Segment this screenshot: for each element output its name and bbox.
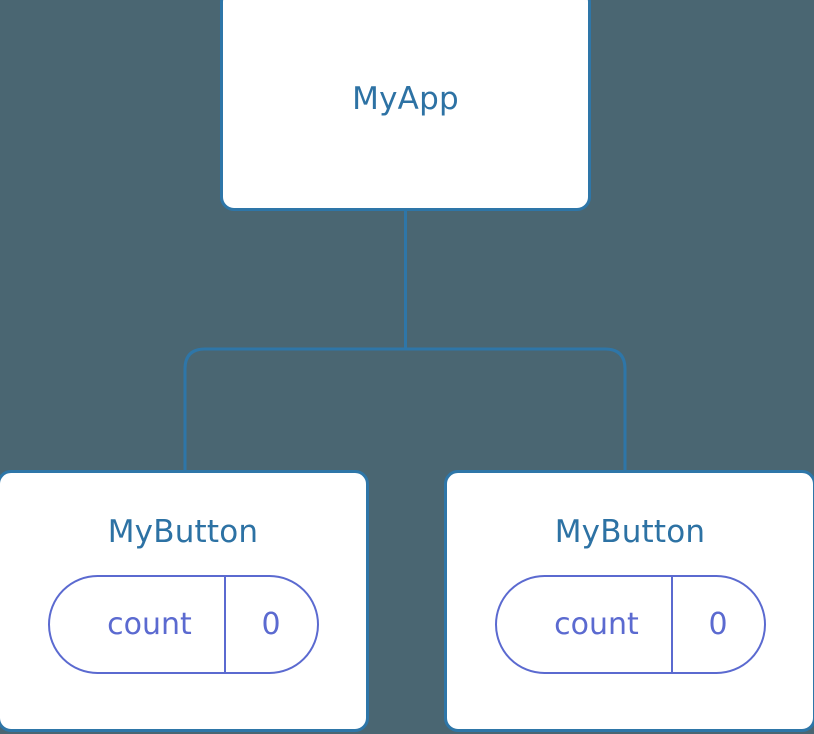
state-pill-left[interactable]: count 0 <box>47 575 319 674</box>
node-myapp[interactable]: MyApp <box>220 0 591 211</box>
node-mybutton-left[interactable]: MyButton count 0 <box>0 470 369 732</box>
node-myapp-title: MyApp <box>352 81 459 117</box>
node-mybutton-right-title: MyButton <box>554 514 706 550</box>
state-pill-right[interactable]: count 0 <box>494 575 766 674</box>
state-pill-left-value: 0 <box>223 577 317 672</box>
state-pill-left-key: count <box>107 606 192 642</box>
node-mybutton-right[interactable]: MyButton count 0 <box>444 470 814 732</box>
state-pill-right-value: 0 <box>670 577 764 672</box>
state-pill-right-key: count <box>554 606 639 642</box>
connector-to-left-child <box>183 347 406 471</box>
node-mybutton-left-title: MyButton <box>107 514 259 550</box>
connector-to-right-child <box>405 347 627 471</box>
